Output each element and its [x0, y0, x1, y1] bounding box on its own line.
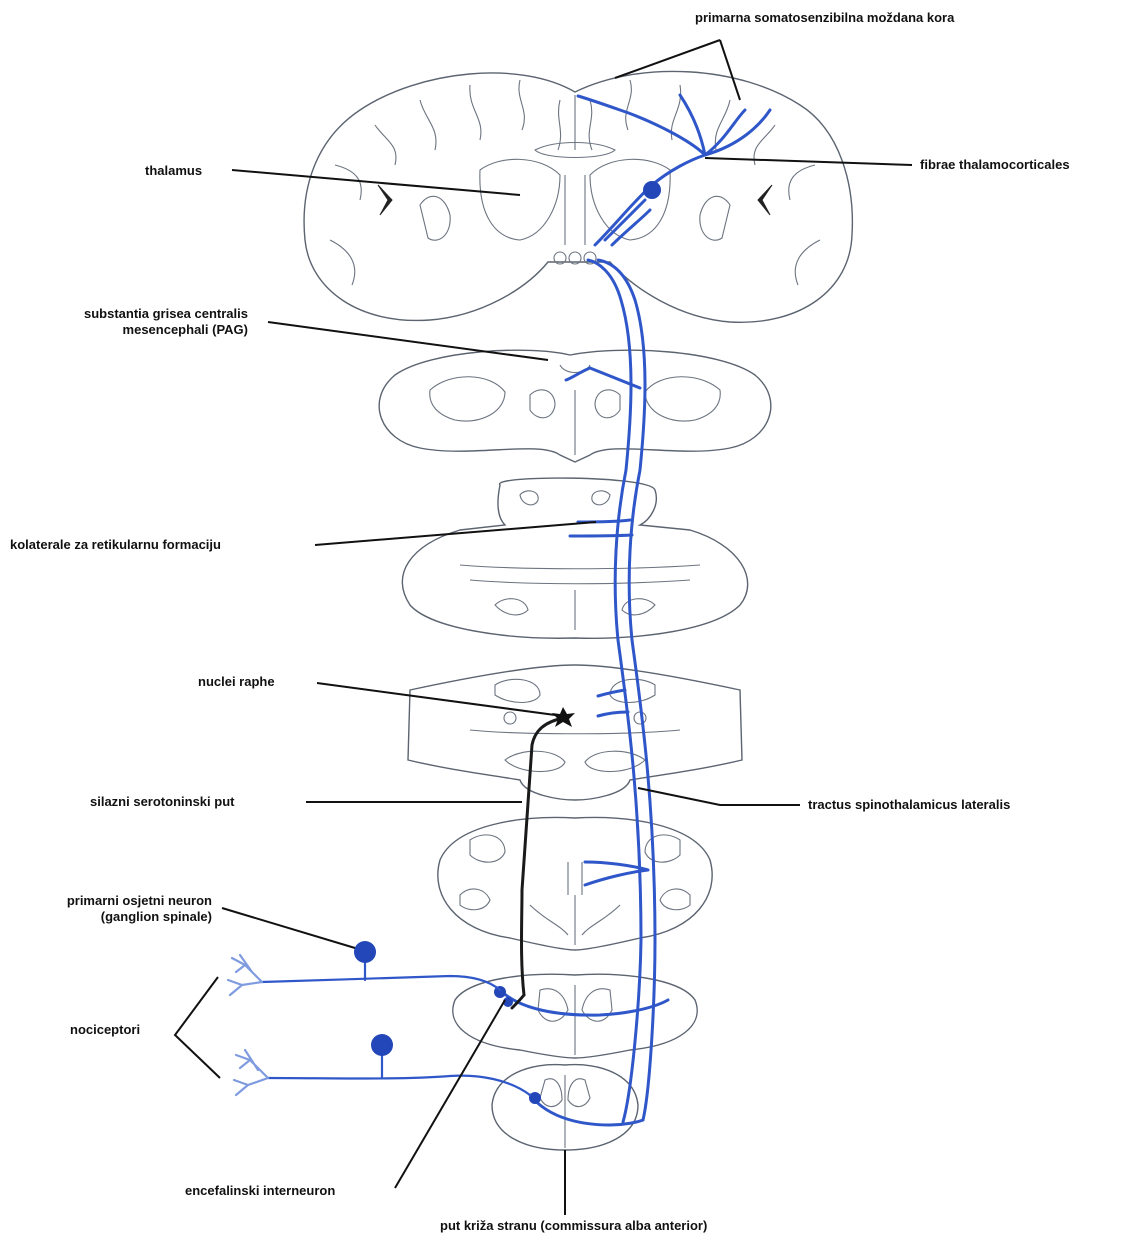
label-primary-neuron-line1: primarni osjetni neuron [67, 893, 212, 908]
label-silazni-serotoninski: silazni serotoninski put [90, 794, 235, 809]
label-tractus-spinothalamicus: tractus spinothalamicus lateralis [808, 797, 1010, 812]
label-pag-line2: mesencephali (PAG) [123, 322, 248, 337]
spinal-cord-cervical [438, 817, 712, 950]
label-pag-line1: substantia grisea centralis [84, 306, 248, 321]
label-primary-neuron-line2: (ganglion spinale) [101, 909, 212, 924]
dorsal-horn-neuron-lower [529, 1092, 541, 1104]
spinal-cord-section-3 [492, 1065, 638, 1150]
label-commissura: put križa stranu (commissura alba anteri… [440, 1218, 707, 1233]
label-nociceptori: nociceptori [70, 1022, 140, 1037]
label-kolaterale: kolaterale za retikularnu formaciju [10, 537, 221, 552]
ganglion-neuron-lower [371, 1034, 393, 1056]
label-encefalinski-interneuron: encefalinski interneuron [185, 1183, 335, 1198]
thalamic-relay-neuron [643, 181, 661, 199]
label-nuclei-raphe: nuclei raphe [198, 674, 275, 689]
pons-section [402, 478, 747, 638]
label-thalamus: thalamus [145, 163, 202, 178]
medulla-section [408, 665, 742, 800]
label-cortex: primarna somatosenzibilna moždana kora [695, 10, 955, 25]
midbrain-section [379, 350, 771, 462]
ganglion-neuron-upper [354, 941, 376, 963]
label-fibrae-thalamocorticales: fibrae thalamocorticales [920, 157, 1070, 172]
